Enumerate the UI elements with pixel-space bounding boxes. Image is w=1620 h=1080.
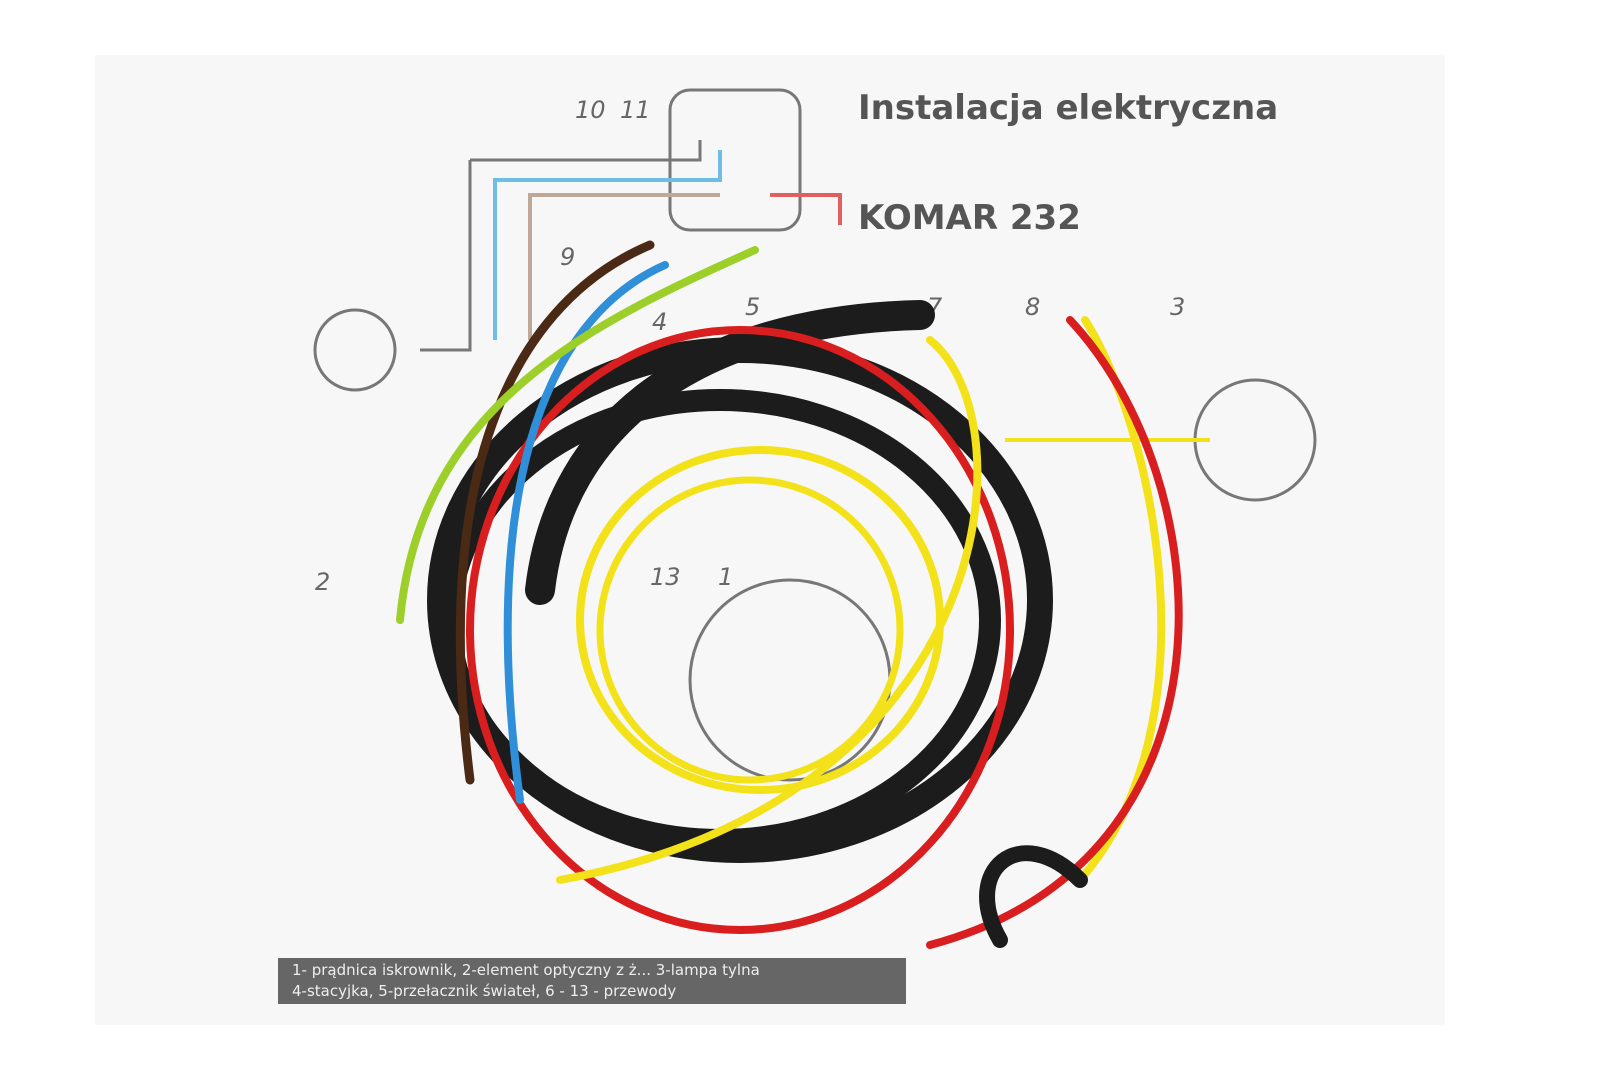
wiring-harness [396,240,1183,949]
black-sleeve [525,300,935,605]
model-name: KOMAR 232 [858,198,1081,238]
diagram-legend: 1- prądnica iskrownik, 2-element optyczn… [278,958,906,1004]
switch-symbol [668,88,802,232]
green-yellow-wire [396,246,759,624]
magneto-symbol [688,578,892,782]
blue-wire [503,261,669,804]
yellow-wire [596,476,904,784]
label-11: 11 [620,96,651,124]
label-1: 1 [718,563,733,591]
generator-symbol [313,308,397,392]
label-2: 2 [315,568,330,596]
label-9: 9 [560,243,575,271]
yellow-wire [556,336,982,884]
wiring-diagram-sheet [95,55,1445,1025]
label-3: 3 [1170,293,1185,321]
diagram-title: Instalacja elektryczna [858,88,1279,128]
yellow-wire [1076,316,1166,884]
legend-line: 4-stacyjka, 5-przełacznik świateł, 6 - 1… [292,982,677,1000]
label-4: 4 [652,308,667,336]
black-sleeve [979,845,1088,948]
red-wire [466,326,1014,934]
label-8: 8 [1025,293,1040,321]
label-5: 5 [745,293,760,321]
diagram-line [420,140,702,352]
yellow-wire [576,446,944,794]
label-10: 10 [575,96,606,124]
black-cable [439,389,1001,851]
red-wire [926,316,1183,949]
legend-line: 1- prądnica iskrownik, 2-element optyczn… [292,961,760,979]
brown-wire [455,240,655,785]
rear-lamp-symbol [1193,378,1317,502]
label-13: 13 [650,563,681,591]
